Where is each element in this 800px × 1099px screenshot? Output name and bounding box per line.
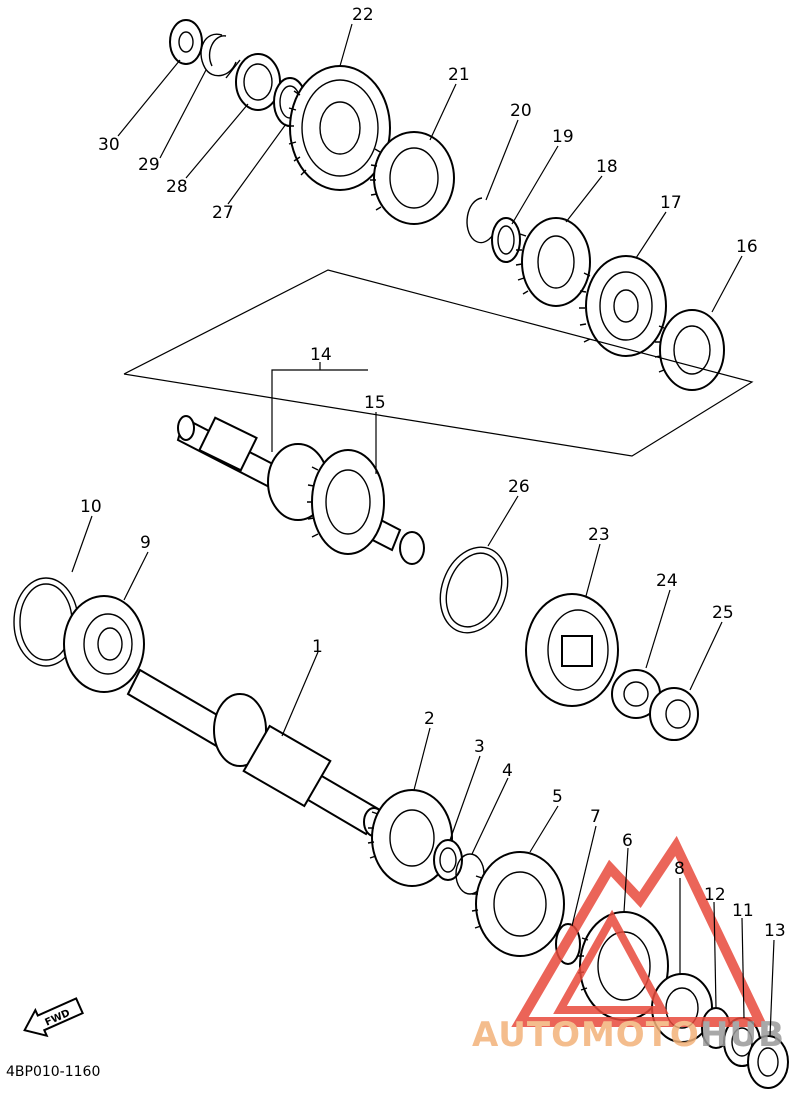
callout-21: 21	[448, 65, 470, 85]
callout-23: 23	[588, 525, 610, 545]
callout-7: 7	[590, 807, 601, 827]
callout-17: 17	[660, 193, 682, 213]
callout-28: 28	[166, 177, 188, 197]
callout-30: 30	[98, 135, 120, 155]
part-code-label: 4BP010-1160	[6, 1064, 100, 1080]
part-14-15-main-axle	[176, 415, 425, 565]
part-29-circlip	[200, 33, 237, 77]
part-9-bearing	[63, 595, 145, 693]
part-30-bearing	[169, 19, 203, 65]
callout-20: 20	[510, 101, 532, 121]
part-23-sprocket	[525, 593, 619, 707]
part-18-gear	[515, 217, 591, 307]
watermark-text-a: AUTOMOTO	[472, 1015, 700, 1055]
callout-9: 9	[140, 533, 151, 553]
part-13-bearing	[747, 1035, 789, 1089]
callout-22: 22	[352, 5, 374, 25]
part-2-gear	[367, 789, 453, 887]
callout-19: 19	[552, 127, 574, 147]
part-1-drive-axle	[126, 668, 385, 837]
part-21-gear	[370, 131, 455, 225]
callout-10: 10	[80, 497, 102, 517]
callout-11: 11	[732, 901, 754, 921]
subassembly-frame	[123, 269, 754, 457]
part-16-gear	[654, 309, 725, 391]
part-25-nut	[649, 687, 699, 741]
callout-26: 26	[508, 477, 530, 497]
callout-13: 13	[764, 921, 786, 941]
part-3-washer	[433, 839, 463, 881]
callout-15: 15	[364, 393, 386, 413]
part-19-washer	[491, 217, 521, 263]
callout-29: 29	[138, 155, 160, 175]
callout-5: 5	[552, 787, 563, 807]
callout-16: 16	[736, 237, 758, 257]
fwd-arrow-icon: FWD	[23, 997, 84, 1038]
callout-18: 18	[596, 157, 618, 177]
callout-1: 1	[312, 637, 323, 657]
callout-12: 12	[704, 885, 726, 905]
callout-24: 24	[656, 571, 678, 591]
part-28-needle-bearing	[225, 53, 281, 111]
callout-27: 27	[212, 203, 234, 223]
callout-4: 4	[502, 761, 513, 781]
callout-14: 14	[310, 345, 332, 365]
automotohub-logo	[511, 835, 768, 1027]
watermark: AUTOMOTO HUB	[472, 835, 785, 1055]
callout-25: 25	[712, 603, 734, 623]
callout-3: 3	[474, 737, 485, 757]
callout-2: 2	[424, 709, 435, 729]
callout-6: 6	[622, 831, 633, 851]
watermark-text-b: HUB	[700, 1015, 785, 1055]
callout-8: 8	[674, 859, 685, 879]
leader-lines	[71, 23, 775, 1037]
part-26-circlip	[439, 546, 509, 634]
part-17-gear	[579, 255, 667, 357]
part-5-gear	[471, 851, 565, 957]
callout-numbers: 22 21 20 19 18 17 16 30 29 28 27 14 15 2…	[80, 5, 786, 941]
